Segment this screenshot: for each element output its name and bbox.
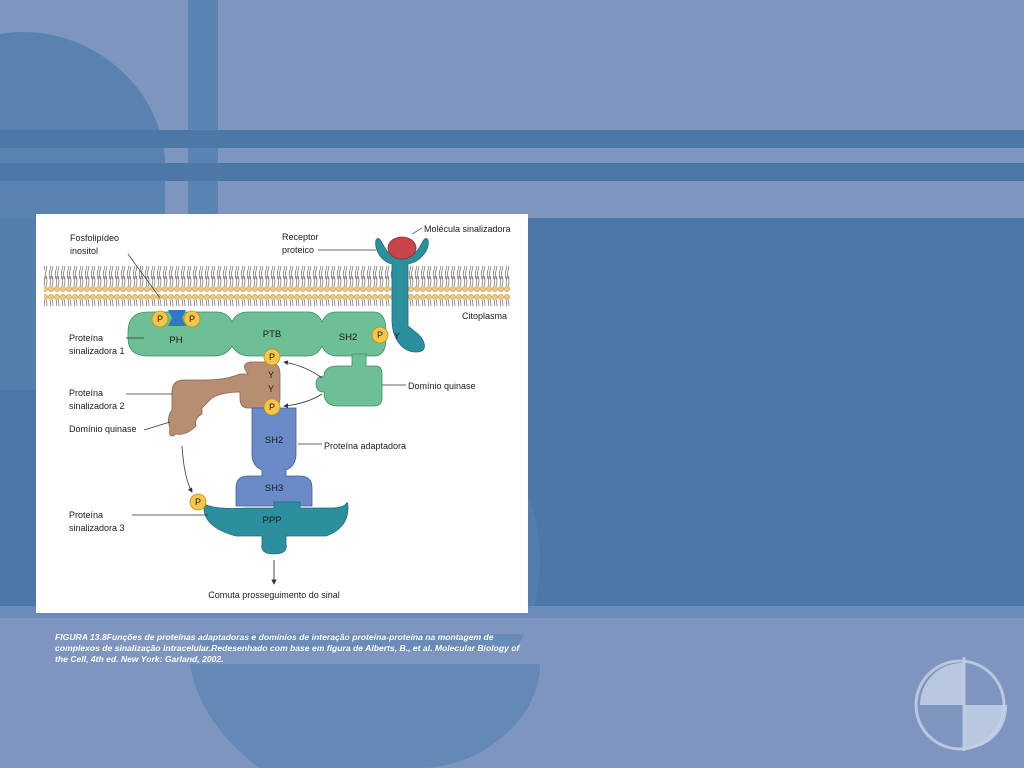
svg-text:P: P — [269, 402, 275, 412]
label-proteina2-1: Proteína — [69, 388, 103, 398]
svg-text:P: P — [269, 352, 275, 362]
tyrosine-receptor: Y — [394, 331, 400, 341]
svg-text:P: P — [195, 497, 201, 507]
phosphoinositide-headgroup — [168, 310, 186, 326]
domain-ptb: PTB — [263, 329, 281, 340]
label-citoplasma: Citoplasma — [462, 311, 507, 321]
label-proteina-adaptadora: Proteína adaptadora — [324, 441, 406, 451]
domain-ph: PH — [169, 335, 182, 346]
label-proteina3-2: sinalizadora 3 — [69, 523, 125, 533]
phosphate-protein3: P — [189, 493, 207, 511]
svg-text:P: P — [157, 314, 163, 324]
logo-icon — [914, 657, 1008, 751]
phosphate-protein2-top: P — [263, 348, 281, 366]
arrow-kinase-to-bottom — [283, 393, 323, 409]
label-comuta: Comuta prosseguimento do sinal — [208, 590, 340, 600]
domain-sh3: SH3 — [265, 483, 283, 494]
label-proteina2-2: sinalizadora 2 — [69, 401, 125, 411]
figure-panel: P P P P P P Y Y Y PH PTB SH2 SH2 SH3 — [36, 214, 528, 613]
signaling-protein-3 — [203, 501, 349, 555]
tyrosine-protein2-bottom: Y — [268, 384, 274, 394]
leader-lines — [126, 227, 423, 516]
signaling-diagram: P P P P P P Y Y Y PH PTB SH2 SH2 SH3 — [44, 224, 511, 600]
signal-molecule — [387, 236, 417, 260]
domain-ppp: PPP — [262, 515, 281, 526]
adapter-protein — [235, 407, 313, 507]
arrow-protein2-to-protein3 — [181, 445, 193, 493]
phosphate-receptor: P — [371, 326, 389, 344]
signaling-protein-2 — [168, 361, 281, 437]
label-proteina1-2: sinalizadora 1 — [69, 346, 125, 356]
label-proteina3-1: Proteína — [69, 510, 103, 520]
tyrosine-protein2-top: Y — [268, 370, 274, 380]
kinase-domain-green — [315, 353, 383, 407]
label-receptor-2: proteico — [282, 245, 314, 255]
label-fosfolipideo-1: Fosfolipídeo — [70, 233, 119, 243]
domain-sh2-green: SH2 — [339, 332, 357, 343]
label-dominio-quinase-right: Domínio quinase — [408, 381, 476, 391]
phosphate-ph-left: P — [151, 310, 169, 328]
label-receptor-1: Receptor — [282, 232, 319, 242]
svg-text:P: P — [377, 330, 383, 340]
svg-text:P: P — [189, 314, 195, 324]
label-fosfolipideo-2: inositol — [70, 246, 98, 256]
figure-caption: FIGURA 13.8Funções de proteínas adaptado… — [55, 632, 520, 664]
label-proteina1-1: Proteína — [69, 333, 103, 343]
label-molecula: Molécula sinalizadora — [424, 224, 511, 234]
cell-membrane — [44, 266, 510, 306]
phosphate-ph-right: P — [183, 310, 201, 328]
arrow-kinase-to-top — [283, 360, 323, 379]
domain-sh2-blue: SH2 — [265, 435, 283, 446]
label-dominio-quinase-left: Domínio quinase — [69, 424, 137, 434]
phosphate-protein2-bottom: P — [263, 398, 281, 416]
